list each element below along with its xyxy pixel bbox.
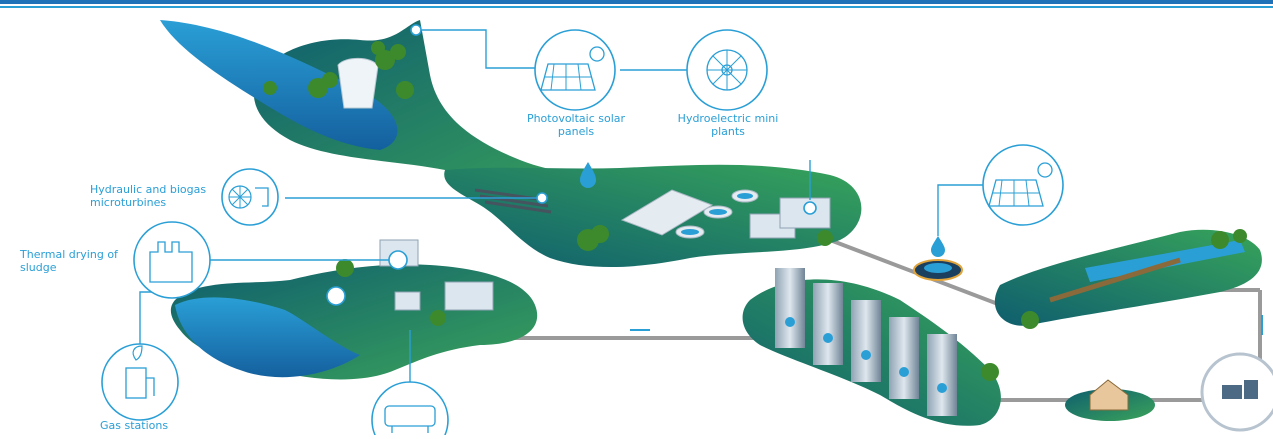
water-drop-icon bbox=[580, 162, 596, 188]
dam-wall bbox=[337, 57, 379, 109]
pump-disc-water bbox=[924, 263, 952, 273]
river-water-top bbox=[160, 20, 398, 150]
filter-tank-icon bbox=[371, 381, 449, 439]
trees-lake bbox=[336, 259, 446, 326]
label-solar: Photovoltaic solar panels bbox=[526, 112, 626, 138]
pump-station-icon bbox=[1222, 380, 1258, 399]
office-towers bbox=[775, 268, 957, 416]
label-microturbines: Hydraulic and biogas microturbines bbox=[90, 183, 207, 209]
trees-right bbox=[1021, 229, 1247, 329]
tree-city bbox=[981, 363, 999, 381]
solar-panel-icon bbox=[534, 29, 616, 111]
hydro-turbine-icon bbox=[686, 29, 768, 111]
solar-panel-icon-right bbox=[982, 144, 1064, 226]
trees-top bbox=[263, 41, 414, 99]
house-icon bbox=[1089, 379, 1129, 411]
lake-water bbox=[175, 297, 360, 378]
tower-drops bbox=[785, 317, 947, 393]
label-gas: Gas stations bbox=[100, 419, 169, 432]
basin-water bbox=[681, 193, 753, 235]
bridge bbox=[1049, 257, 1181, 303]
treatment-buildings bbox=[749, 197, 831, 239]
label-thermal: Thermal drying of sludge bbox=[20, 248, 118, 274]
header-rule-thin bbox=[0, 6, 1273, 8]
river-water-right bbox=[1085, 240, 1245, 282]
callout-dots bbox=[326, 24, 817, 306]
water-drop-icon-right bbox=[931, 236, 945, 257]
header-rule bbox=[0, 0, 1273, 4]
gas-pump-icon bbox=[101, 343, 179, 421]
trees-center bbox=[577, 225, 833, 251]
factory-icon bbox=[133, 221, 211, 299]
microturbine-icon bbox=[221, 168, 279, 226]
callout-lines bbox=[139, 29, 1000, 390]
label-hydro: Hydroelectric mini plants bbox=[677, 112, 779, 138]
